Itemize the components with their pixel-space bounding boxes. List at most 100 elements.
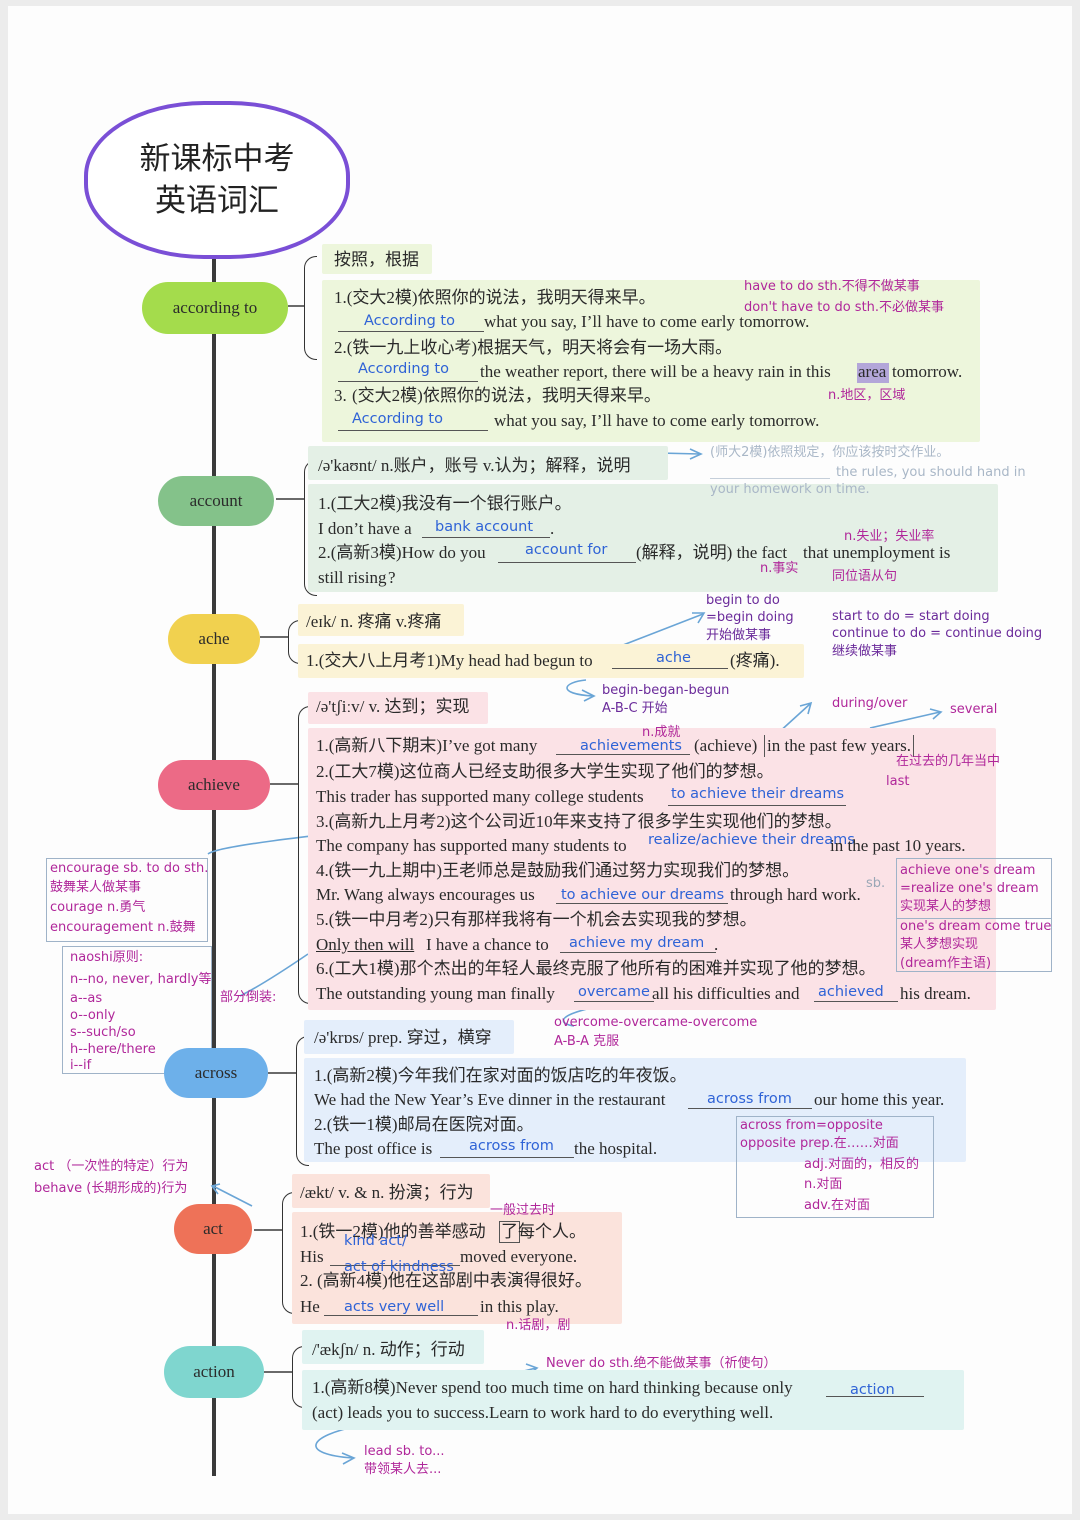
note-have-to: have to do sth.不得不做某事 xyxy=(744,279,920,294)
action-q1-en-b: (act) leads you to success.Learn to work… xyxy=(312,1403,774,1422)
title-line-1: 新课标中考 xyxy=(139,141,295,177)
account-q1-en-a: I don’t have a xyxy=(318,519,412,538)
account-q1-answer: bank account xyxy=(435,519,534,535)
note-dont-have-to: don't have to do sth.不必做某事 xyxy=(744,300,945,315)
act-q1-answer-a: kind act/ xyxy=(344,1233,407,1249)
act-q2-answer: acts very well xyxy=(344,1299,445,1315)
note-past-years: 在过去的几年当中 xyxy=(896,754,1001,769)
across-q1-answer: across from xyxy=(707,1091,792,1107)
note-last: last xyxy=(886,774,910,789)
note-during-over: during/over xyxy=(832,696,908,711)
achieve-q1-en-a: 1.(高新八下期末)I’ve got many xyxy=(316,736,538,755)
act-q2-cn: 2. (高新4模)他在这部剧中表演得很好。 xyxy=(300,1271,592,1290)
achieve-q6-en-a: The outstanding young man finally xyxy=(316,984,555,1003)
note-unemployment: n.失业；失业率 xyxy=(844,529,935,544)
act-q1-en-a: His xyxy=(300,1247,324,1266)
act-q1-cn-a: 1.(铁一2模)他的善举感动 xyxy=(300,1222,486,1241)
achieve-phonetic: /ə'tʃiːv/ v. 达到；实现 xyxy=(316,697,470,716)
note-past-tense: 一般过去时 xyxy=(490,1203,556,1218)
account-q1-cn: 1.(工大2模)我没有一个银行账户。 xyxy=(318,494,572,513)
according-meaning: 按照，根据 xyxy=(334,250,419,269)
achieve-q2-cn: 2.(工大7模)这位商人已经支助很多大学生实现了他们的梦想。 xyxy=(316,762,774,781)
account-phonetic: /ə'kaʊnt/ n.账户，账号 v.认为；解释，说明 xyxy=(318,456,631,475)
across-q2-en-a: The post office is xyxy=(314,1139,433,1158)
act-q2-en-a: He xyxy=(300,1297,320,1316)
according-q1-en: what you say, I’ll have to come early to… xyxy=(484,312,810,331)
node-ache[interactable]: ache xyxy=(168,614,260,664)
achieve-q3-answer: realize/achieve their dreams xyxy=(648,832,855,848)
node-act[interactable]: act xyxy=(174,1204,252,1254)
grey-example-cn: (师大2模)依照规定，你应该按时交作业。 xyxy=(710,445,950,460)
achieve-q2-en: This trader has supported many college s… xyxy=(316,787,644,806)
dream-box xyxy=(896,858,1052,972)
according-q2-area: area xyxy=(858,362,887,381)
according-q2-cn: 2.(铁一九上收心考)根据天气，明天将会有一场大雨。 xyxy=(334,338,733,357)
across-phonetic: /ə'krɒs/ prep. 穿过，横穿 xyxy=(314,1028,492,1047)
achieve-q6-answer-1: overcame xyxy=(578,984,650,1000)
note-act-behavior: act （一次性的特定）行为 xyxy=(34,1159,189,1174)
achieve-q5-cn: 5.(铁一中月考2)只有那样我将有一个机会去实现我的梦想。 xyxy=(316,910,757,929)
note-behave: behave (长期形成的)行为 xyxy=(34,1181,188,1196)
act-phonetic: /ækt/ v. & n. 扮演；行为 xyxy=(300,1183,474,1202)
note-lead-sb: lead sb. to... xyxy=(364,1444,445,1459)
arrow-several xyxy=(869,711,941,729)
node-action[interactable]: action xyxy=(164,1346,264,1398)
across-q2-answer: across from xyxy=(469,1138,554,1154)
note-begin-forms: begin-began-begun xyxy=(602,683,730,698)
achieve-q4-cn: 4.(铁一九上期中)王老师总是鼓励我们通过努力实现我们的梦想。 xyxy=(316,861,800,880)
according-q2-answer: According to xyxy=(358,361,449,377)
according-q3-num: 3. xyxy=(334,386,347,405)
note-several: several xyxy=(950,702,998,717)
achieve-q3-en-a: The company has supported many students … xyxy=(316,836,627,855)
achieve-q5-en-a: Only then will xyxy=(316,935,415,954)
note-overcome-forms: overcome-overcame-overcome xyxy=(554,1015,758,1030)
arrow-inversion xyxy=(239,953,309,997)
arrow-lead xyxy=(315,1425,359,1459)
ache-phonetic: /eɪk/ n. 疼痛 v.疼痛 xyxy=(306,612,442,631)
according-q2-en-a: the weather report, there will be a heav… xyxy=(480,362,831,381)
note-start-to: start to do = start doing xyxy=(832,609,990,624)
arrow-act-side xyxy=(212,1185,253,1207)
achieve-q2-answer: to achieve their dreams xyxy=(671,786,845,802)
note-area: n.地区，区域 xyxy=(828,388,906,403)
note-continue-to: continue to do = continue doing xyxy=(832,626,1043,641)
node-achieve[interactable]: achieve xyxy=(158,760,270,810)
according-q1-cn: 1.(交大2模)依照你的说法，我明天得来早。 xyxy=(334,288,656,307)
mind-map-page: 新课标中考 英语词汇 according to 按照，根据 1.(交大2模)依照… xyxy=(8,6,1072,1514)
according-q1-answer: According to xyxy=(364,313,455,329)
note-begin-to: begin to do xyxy=(706,593,780,608)
according-q3-answer: According to xyxy=(352,411,443,427)
achieve-q4-en-a: Mr. Wang always encourages us xyxy=(316,885,535,904)
account-q2-en-a: 2.(高新3模)How do you xyxy=(318,543,486,562)
account-q2-answer: account for xyxy=(525,542,608,558)
achieve-q3-cn: 3.(高新九上月考2)这个公司近10年来支持了很多学生实现他们的梦想。 xyxy=(316,812,842,831)
action-phonetic: /'ækʃn/ n. 动作；行动 xyxy=(312,1340,465,1359)
encourage-box xyxy=(46,858,208,942)
according-q3-cn: (交大2模)依照你的说法，我明天得来早。 xyxy=(352,386,661,405)
across-q2-cn: 2.(铁一1模)邮局在医院对面。 xyxy=(314,1115,534,1134)
achieve-q6-cn: 6.(工大1模)那个杰出的年轻人最终克服了他所有的困难并实现了他的梦想。 xyxy=(316,959,876,978)
node-across[interactable]: across xyxy=(164,1048,268,1098)
action-q1-answer: action xyxy=(850,1382,895,1398)
title-oval: 新课标中考 英语词汇 xyxy=(84,101,350,259)
achieve-q5-answer: achieve my dream xyxy=(569,935,705,951)
act-q1-answer-b: act of kindness xyxy=(344,1259,454,1275)
node-according-to[interactable]: according to xyxy=(142,282,288,334)
node-account[interactable]: account xyxy=(158,476,274,526)
according-q3-en: what you say, I’ll have to come early to… xyxy=(494,411,820,430)
across-q1-cn: 1.(高新2模)今年我们在家对面的饭店吃的年夜饭。 xyxy=(314,1066,687,1085)
action-q1-en-a: 1.(高新8模)Never spend too much time on har… xyxy=(312,1378,793,1397)
brace-according xyxy=(304,256,317,360)
achieve-q1-answer: achievements xyxy=(580,738,682,754)
opposite-box xyxy=(736,1116,934,1218)
naoshi-box xyxy=(62,946,212,1074)
across-q1-en-a: We had the New Year’s Eve dinner in the … xyxy=(314,1090,666,1109)
note-appositive: 同位语从句 xyxy=(832,569,898,584)
note-inversion: 部分倒装: xyxy=(220,990,277,1005)
note-fact: n.事实 xyxy=(760,561,799,576)
note-drama: n.话剧，剧 xyxy=(506,1318,571,1333)
arrow-begun xyxy=(566,679,594,697)
note-never-do: Never do sth.绝不能做某事（祈使句） xyxy=(546,1356,777,1371)
grey-example-en: the rules, you should hand in xyxy=(836,465,1026,480)
according-q2-en-b: tomorrow. xyxy=(892,362,963,381)
